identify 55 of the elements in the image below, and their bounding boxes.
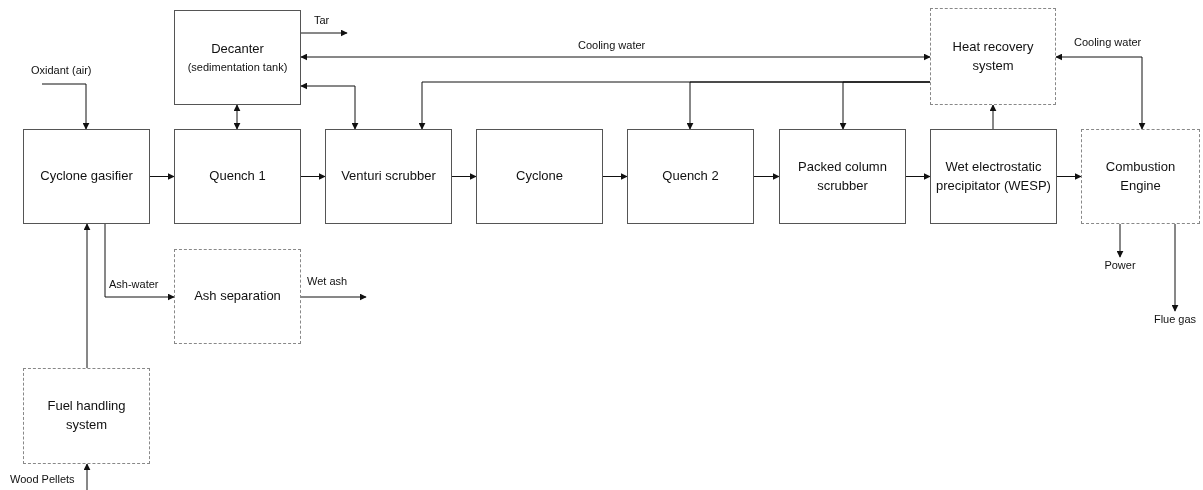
- process-label: Quench 1: [209, 167, 266, 186]
- edge-label: Wood Pellets: [9, 473, 76, 485]
- arrow: [41, 83, 90, 130]
- arrow: [753, 173, 780, 180]
- edge-label: Wet ash: [306, 275, 349, 287]
- output-label: Flue gas: [1153, 313, 1197, 325]
- arrow: [300, 82, 359, 130]
- process-label: Decanter: [211, 39, 264, 58]
- arrow: [83, 463, 91, 490]
- process-label: Packed column scrubber: [797, 157, 888, 195]
- arrow: [1116, 223, 1124, 258]
- process-box: [174, 129, 301, 224]
- process-box: [23, 129, 150, 224]
- arrow: [1056, 173, 1082, 180]
- process-label: Fuel handling system: [46, 397, 127, 434]
- process-box: [325, 129, 452, 224]
- process-label: Venturi scrubber: [341, 167, 436, 186]
- arrow: [300, 53, 931, 61]
- arrow: [300, 293, 367, 301]
- edge-label: Cooling water: [577, 39, 647, 51]
- process-label: Cyclone gasifier: [40, 167, 133, 186]
- arrow: [451, 173, 477, 180]
- arrow: [233, 104, 241, 130]
- arrow: [300, 29, 348, 37]
- process-label: Ash separation: [194, 287, 281, 306]
- process-box: [779, 129, 906, 224]
- process-sublabel: (sedimentation tank): [187, 59, 288, 75]
- process-box: [174, 249, 301, 344]
- edge-label: Tar: [313, 14, 331, 26]
- arrow: [989, 104, 997, 130]
- arrow: [104, 223, 175, 301]
- output-label: Power: [1104, 259, 1136, 271]
- process-label: Wet electrostatic precipitator (WESP): [935, 157, 1052, 195]
- process-box: [930, 8, 1056, 105]
- process-box: [23, 368, 150, 464]
- process-box: [930, 129, 1057, 224]
- edge-label: Ash-water: [108, 278, 160, 290]
- arrow: [839, 81, 931, 130]
- arrow: [1055, 53, 1146, 130]
- process-label: Cyclone: [516, 167, 563, 186]
- arrow: [602, 173, 628, 180]
- arrow: [300, 173, 326, 180]
- process-box: [1081, 129, 1200, 224]
- arrow: [83, 223, 91, 369]
- process-box: [476, 129, 603, 224]
- arrow: [905, 173, 931, 180]
- process-box: [174, 10, 301, 105]
- process-label: Quench 2: [662, 167, 719, 186]
- edge-label: Cooling water: [1073, 36, 1143, 48]
- process-label: Combustion Engine: [1104, 157, 1177, 195]
- edge-label: Oxidant (air): [30, 64, 93, 76]
- process-label: Heat recovery system: [951, 37, 1035, 75]
- arrow: [1171, 223, 1179, 312]
- process-box: [627, 129, 754, 224]
- arrow: [149, 173, 175, 180]
